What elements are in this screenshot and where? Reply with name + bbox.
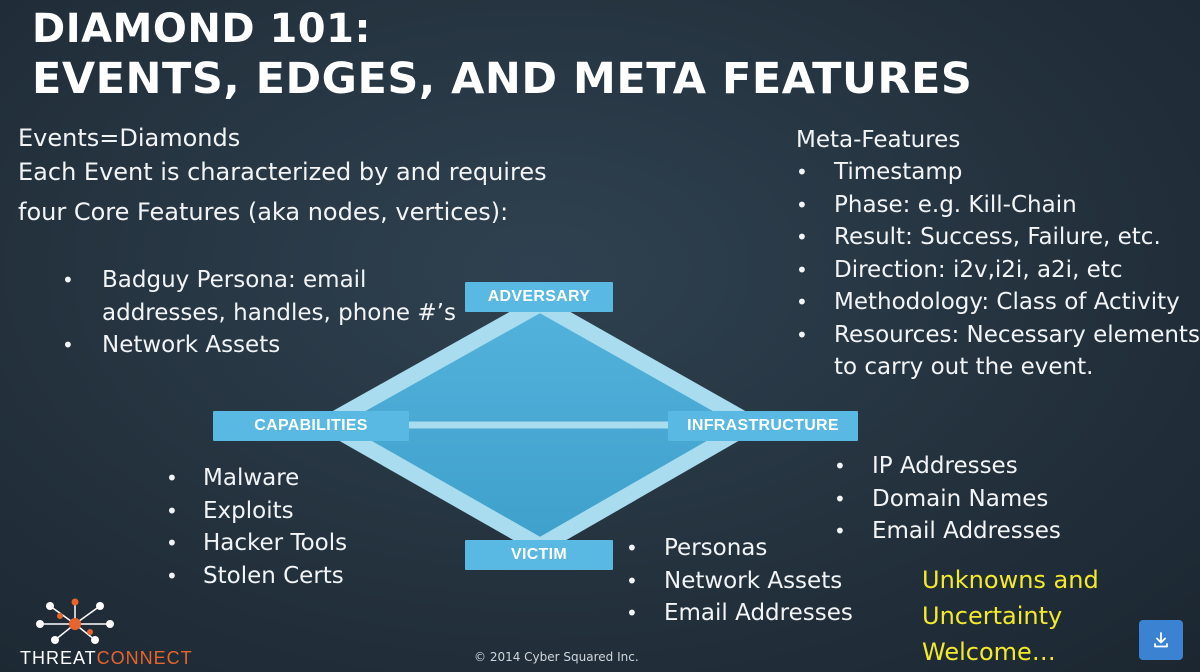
list-item: •Exploits — [166, 497, 294, 524]
download-icon — [1154, 632, 1168, 648]
slide-title-line1: DIAMOND 101: — [32, 6, 371, 52]
list-item: • Network Assets — [62, 332, 281, 358]
download-button[interactable] — [1139, 620, 1183, 660]
slide-title-line2: EVENTS, EDGES, AND META FEATURES — [32, 54, 973, 104]
list-item: •Result: Success, Failure, etc. — [796, 224, 1161, 250]
edge-adversary-infrastructure — [536, 297, 756, 431]
meta-features-heading: Meta-Features — [796, 127, 961, 153]
list-item: •Domain Names — [834, 485, 1049, 512]
list-item: •Email Addresses — [626, 600, 853, 626]
list-item: •Methodology: Class of Activity — [796, 289, 1180, 315]
intro-line1: Each Event is characterized by and requi… — [18, 158, 547, 186]
adversary-bullet-list: • Badguy Persona: email addresses, handl… — [62, 264, 456, 362]
threatconnect-logo-text: THREATCONNECT — [20, 648, 193, 668]
list-item: •IP Addresses — [834, 453, 1018, 479]
list-item: •Timestamp — [796, 159, 963, 185]
node-victim: VICTIM — [465, 540, 613, 570]
node-adversary: ADVERSARY — [465, 282, 613, 312]
copyright-text: © 2014 Cyber Squared Inc. — [474, 650, 639, 664]
edge-adversary-capabilities — [322, 297, 544, 431]
intro-line2: four Core Features (aka nodes, vertices)… — [18, 198, 509, 226]
list-item: •Personas — [626, 535, 768, 561]
list-item: •Stolen Certs — [166, 562, 344, 589]
edge-infrastructure-victim — [536, 417, 756, 553]
list-item: •Malware — [166, 465, 300, 491]
victim-bullet-list: •Personas •Network Assets •Email Address… — [626, 532, 853, 630]
infrastructure-bullet-list: •IP Addresses •Domain Names •Email Addre… — [834, 450, 1061, 548]
capabilities-bullet-list: •Malware •Exploits •Hacker Tools •Stolen… — [166, 462, 347, 592]
list-item: •Hacker Tools — [166, 530, 348, 556]
edge-capabilities-victim — [322, 417, 544, 553]
node-capabilities: CAPABILITIES — [213, 411, 409, 441]
meta-features-list: •Timestamp •Phase: e.g. Kill-Chain •Resu… — [796, 156, 1200, 384]
node-infrastructure: INFRASTRUCTURE — [668, 411, 858, 441]
uncertainty-note: Unknowns and Uncertainty Welcome… — [922, 566, 1099, 666]
list-item: •Email Addresses — [834, 518, 1061, 544]
list-item: •Network Assets — [626, 567, 843, 594]
list-item: • Badguy Persona: email addresses, handl… — [62, 267, 456, 326]
intro-heading: Events=Diamonds — [18, 124, 241, 152]
list-item: •Direction: i2v,i2i, a2i, etc — [796, 256, 1123, 283]
threatconnect-logo-icon — [36, 598, 114, 644]
list-item: •Phase: e.g. Kill-Chain — [796, 191, 1077, 218]
